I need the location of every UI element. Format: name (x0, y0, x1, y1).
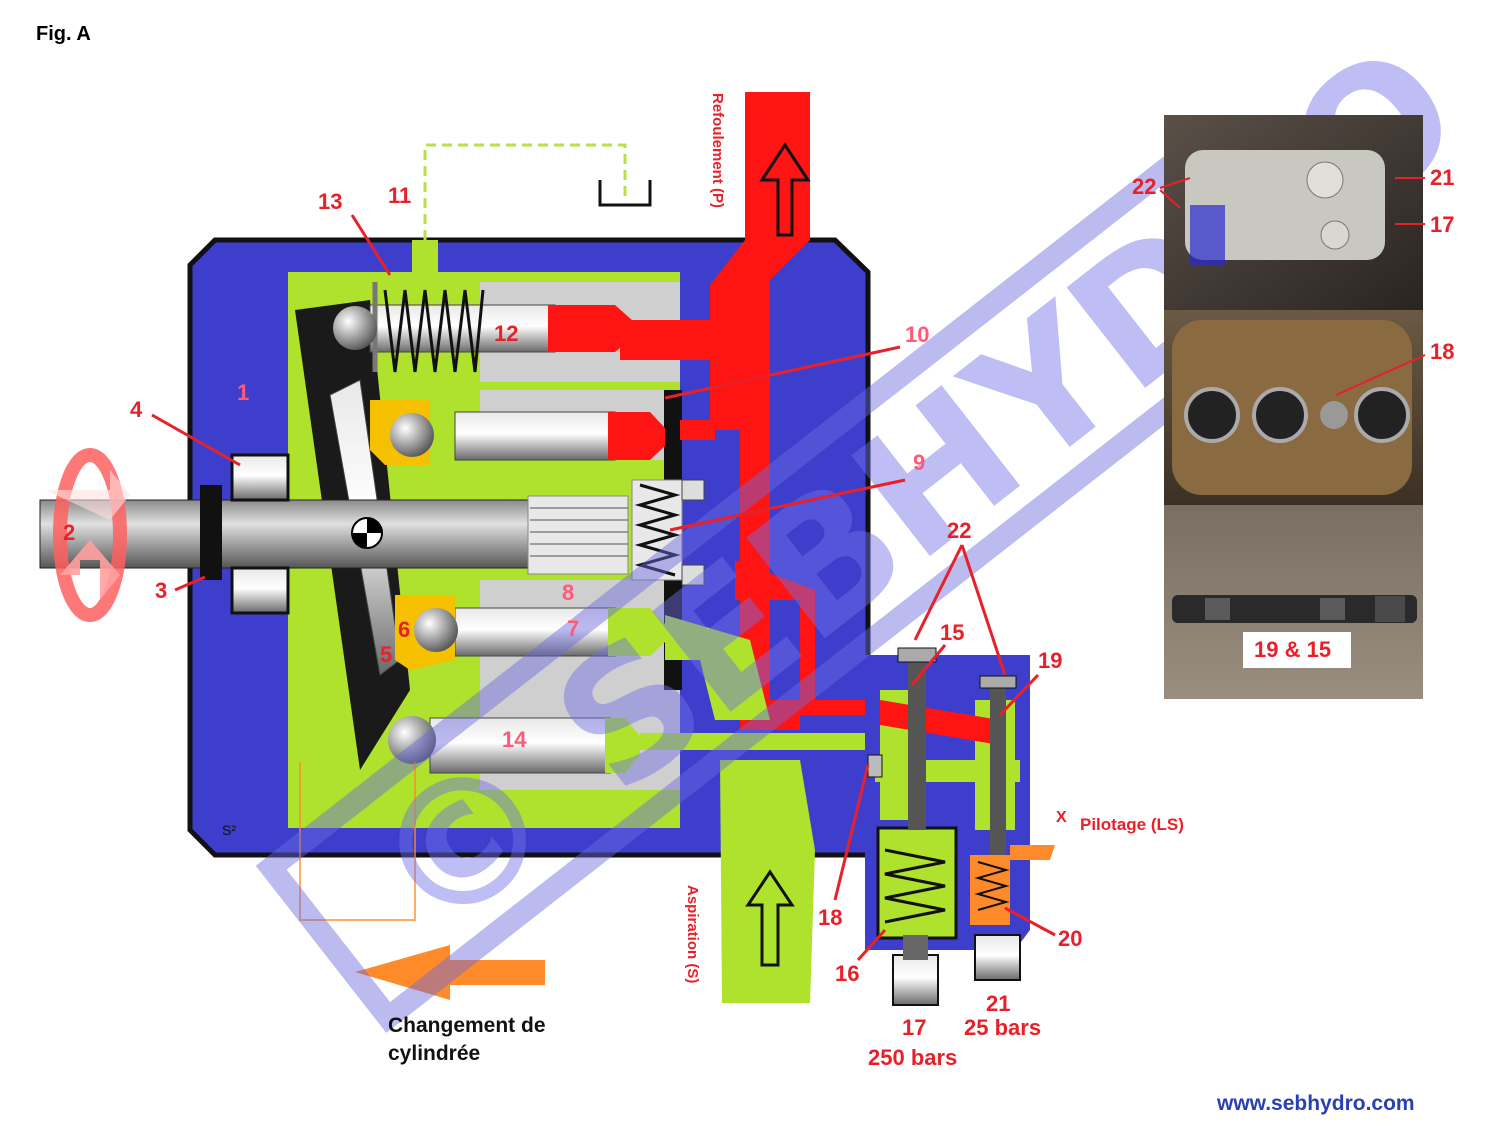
aspiration-label: Aspiration (S) (684, 885, 701, 983)
label-6: 6 (398, 617, 410, 642)
photo-label-21: 21 (1430, 165, 1454, 190)
callout-lines (151, 214, 1056, 962)
label-10: 10 (905, 322, 929, 347)
piston-14 (429, 717, 611, 774)
label-11: 11 (388, 183, 411, 208)
spool-19 (990, 685, 1006, 855)
valve21-pressure: 25 bars (964, 1015, 1041, 1040)
bearing-bottom (230, 566, 290, 615)
ball-12 (333, 306, 377, 350)
adjuster-17 (892, 954, 939, 1006)
label-21: 21 (986, 991, 1010, 1016)
label-4: 4 (130, 397, 143, 422)
piston-7 (454, 607, 616, 657)
figure-title: Fig. A (36, 23, 91, 45)
label-13: 13 (318, 189, 342, 214)
piston-upper (454, 411, 616, 461)
website-link[interactable]: www.sebhydro.com (1216, 1092, 1415, 1115)
photo-label-17: 17 (1430, 212, 1454, 237)
pilotage-label: Pilotage (LS) (1080, 815, 1184, 834)
s2-label: S² (222, 822, 236, 838)
displacement-line1: Changement de (388, 1014, 546, 1037)
label-9: 9 (913, 450, 925, 475)
shaft-splines (527, 495, 629, 575)
spring-16 (884, 848, 946, 924)
pressure-channel (620, 92, 870, 730)
label-3: 3 (155, 578, 167, 603)
photo-column (1164, 115, 1423, 699)
spring-13 (383, 289, 485, 373)
shaft-seal (200, 485, 222, 580)
label-12: 12 (494, 321, 518, 346)
label-8: 8 (562, 580, 574, 605)
label-7: 7 (567, 616, 579, 641)
label-18: 18 (818, 905, 842, 930)
aspiration-arrow (745, 869, 795, 967)
photo-label-18: 18 (1430, 339, 1454, 364)
spool-15 (908, 660, 926, 830)
label-15: 15 (940, 620, 964, 645)
label-16: 16 (835, 961, 859, 986)
drain-line (423, 143, 627, 240)
bearing-top (230, 453, 290, 502)
photo-label-22: 22 (1132, 174, 1156, 199)
plug-18 (867, 754, 883, 778)
label-20: 20 (1058, 926, 1082, 951)
piston-12-pressure (548, 305, 632, 352)
regulator-block (865, 655, 1055, 950)
drain-stub (412, 240, 438, 274)
adjuster-21 (974, 934, 1021, 981)
displacement-line2: cylindrée (388, 1042, 480, 1065)
spring-20 (974, 861, 1010, 911)
label-19: 19 (1038, 648, 1062, 673)
spring-9 (634, 483, 681, 577)
label-14: 14 (502, 727, 527, 752)
label-22: 22 (947, 518, 971, 543)
label-1: 1 (237, 380, 249, 405)
label-5: 5 (380, 642, 392, 667)
rotation-arrow (45, 448, 130, 622)
photo-label-19-15: 19 & 15 (1254, 637, 1331, 662)
label-17: 17 (902, 1015, 926, 1040)
valve17-pressure: 250 bars (868, 1045, 957, 1070)
displacement-indicator (299, 762, 545, 1000)
pilotage-x-label: X (1056, 809, 1067, 826)
refoulement-arrow (759, 142, 811, 237)
refoulement-label: Refoulement (P) (709, 93, 726, 208)
tank-symbol (598, 180, 652, 207)
label-2: 2 (63, 520, 75, 545)
